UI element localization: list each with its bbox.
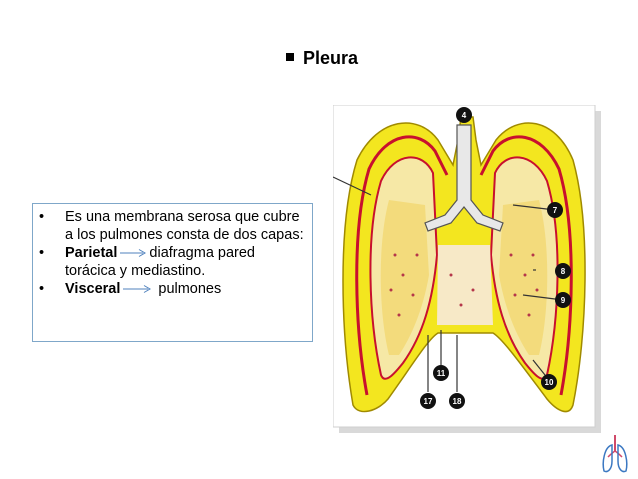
parietal-description: diafragma pared torácica y mediastino.: [65, 245, 255, 279]
bullet-dot: •: [39, 281, 45, 297]
bullet-item-definition: • Es una membrana serosa que cubre a los…: [37, 208, 306, 244]
bullet-text-definition: Es una membrana serosa que cubre a los p…: [65, 209, 304, 243]
slide-title-text: Pleura: [303, 48, 359, 68]
definition-textbox: • Es una membrana serosa que cubre a los…: [32, 203, 313, 342]
label-7: 7: [553, 206, 558, 215]
square-bullet-icon: [286, 53, 294, 62]
label-10: 10: [545, 378, 554, 387]
label-9: 9: [561, 296, 566, 305]
visceral-description: pulmones: [158, 281, 222, 297]
label-18: 18: [453, 397, 462, 406]
arrow-right-icon: [123, 285, 152, 294]
bullet-dot: •: [39, 209, 45, 225]
arrow-right-icon: [120, 249, 147, 258]
lungs-icon: [602, 435, 628, 473]
slide-title: Pleura: [286, 48, 358, 69]
label-17: 17: [424, 397, 433, 406]
term-visceral: Visceral: [65, 281, 121, 297]
label-8: 8: [561, 267, 566, 276]
bullet-dot: •: [39, 245, 45, 261]
term-parietal: Parietal: [65, 245, 118, 261]
pleura-illustration: 4 7 8 9 10 11 17 18: [332, 104, 601, 433]
pleura-diagram: 4 7 8 9 10 11 17 18: [332, 104, 603, 435]
bullet-item-visceral: • Visceral pulmones: [37, 280, 306, 298]
label-4: 4: [462, 111, 467, 120]
label-11: 11: [437, 369, 446, 378]
